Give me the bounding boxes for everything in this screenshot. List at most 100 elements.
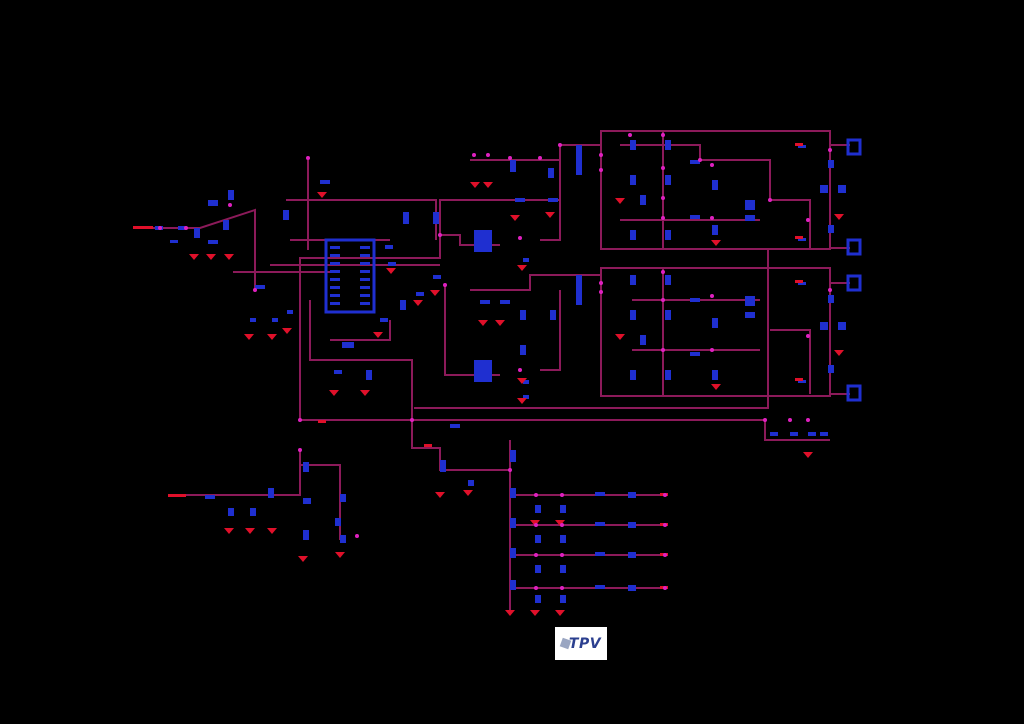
ground-symbol xyxy=(298,556,308,562)
junction-node xyxy=(438,233,442,237)
component xyxy=(535,595,541,603)
component xyxy=(665,275,671,285)
output-pin xyxy=(795,378,803,381)
ground-symbol xyxy=(224,254,234,260)
component xyxy=(630,175,636,185)
wire xyxy=(309,300,413,420)
junction-node xyxy=(560,586,564,590)
component xyxy=(595,492,605,496)
component xyxy=(535,535,541,543)
component xyxy=(560,505,566,513)
ground-symbol xyxy=(510,215,520,221)
ground-symbol xyxy=(711,384,721,390)
component xyxy=(520,310,526,320)
junction-node xyxy=(788,418,792,422)
component xyxy=(628,522,636,528)
company-logo: TPV xyxy=(555,627,607,660)
component xyxy=(330,262,340,265)
ground-symbols xyxy=(133,143,844,616)
component xyxy=(474,360,492,382)
component xyxy=(360,278,370,281)
component xyxy=(770,432,778,436)
ground-symbol xyxy=(430,290,440,296)
ground-symbol xyxy=(463,490,473,496)
ground-symbol xyxy=(267,334,277,340)
logo-text: TPV xyxy=(568,635,602,652)
connector xyxy=(846,138,862,156)
ground-symbol xyxy=(373,332,383,338)
component xyxy=(630,140,636,150)
component xyxy=(208,240,218,244)
component xyxy=(330,294,340,297)
junction-node xyxy=(508,156,512,160)
component xyxy=(303,530,309,540)
junction-node xyxy=(663,493,667,497)
connector xyxy=(846,238,862,256)
ground-symbol xyxy=(495,320,505,326)
component xyxy=(665,230,671,240)
ground-symbol xyxy=(615,334,625,340)
junction-node xyxy=(599,281,603,285)
component xyxy=(360,302,370,305)
component xyxy=(205,495,215,499)
component xyxy=(630,310,636,320)
component xyxy=(665,370,671,380)
amplifier-block-bottom xyxy=(600,267,831,397)
component xyxy=(440,460,446,472)
component xyxy=(745,312,755,318)
component xyxy=(366,370,372,380)
output-pin xyxy=(318,420,326,423)
component xyxy=(798,380,806,383)
component xyxy=(510,580,516,590)
ground-symbol xyxy=(834,350,844,356)
junction-node xyxy=(806,418,810,422)
component xyxy=(820,432,828,436)
component xyxy=(334,370,342,374)
junction-node xyxy=(828,288,832,292)
junction-node xyxy=(298,418,302,422)
junction-node xyxy=(599,168,603,172)
components xyxy=(155,138,862,603)
ground-symbol xyxy=(470,182,480,188)
component xyxy=(194,228,200,238)
wire xyxy=(300,419,830,441)
junction-node xyxy=(518,368,522,372)
wire xyxy=(299,199,560,420)
component xyxy=(340,535,346,543)
junction-node xyxy=(768,198,772,202)
component xyxy=(820,322,828,330)
component xyxy=(272,318,278,322)
wire xyxy=(470,274,601,291)
component xyxy=(828,225,834,233)
wire xyxy=(770,199,811,248)
component xyxy=(690,215,700,219)
component xyxy=(628,552,636,558)
component xyxy=(838,322,846,330)
component xyxy=(560,565,566,573)
main-ic xyxy=(324,238,376,314)
component xyxy=(535,505,541,513)
component xyxy=(690,352,700,356)
component xyxy=(820,185,828,193)
junction-node xyxy=(661,196,665,200)
component xyxy=(828,365,834,373)
component xyxy=(595,522,605,526)
component xyxy=(595,585,605,589)
component xyxy=(665,310,671,320)
component xyxy=(330,302,340,305)
ground-symbol xyxy=(206,254,216,260)
wire xyxy=(620,144,771,200)
component xyxy=(178,226,186,230)
junction-node xyxy=(158,226,162,230)
component xyxy=(790,432,798,436)
component xyxy=(510,548,516,558)
junction-node xyxy=(763,418,767,422)
junction-node xyxy=(443,283,447,287)
component xyxy=(480,300,490,304)
output-pin xyxy=(795,236,803,239)
wire xyxy=(540,290,561,371)
ground-symbol xyxy=(335,552,345,558)
component xyxy=(745,215,755,221)
component xyxy=(550,310,556,320)
junction-node xyxy=(661,133,665,137)
